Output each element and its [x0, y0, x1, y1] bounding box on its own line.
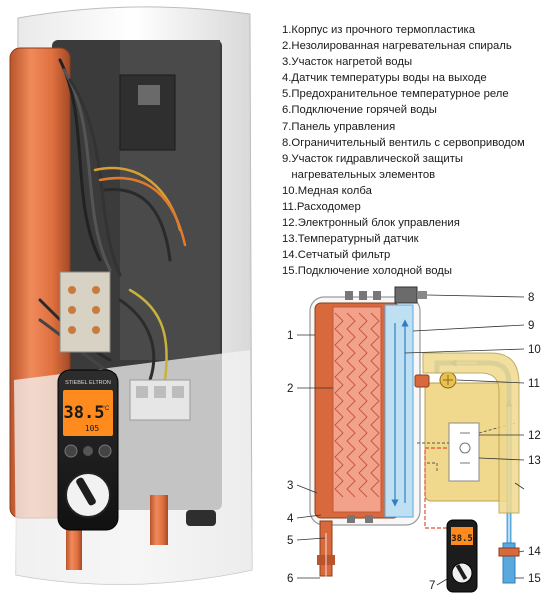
panel-temperature-text: 38.5: [64, 403, 105, 423]
legend-number: 11.: [282, 201, 297, 214]
callout-3: 3: [287, 480, 293, 492]
legend-number: 9.: [282, 152, 292, 165]
legend-text: Температурный датчик: [297, 233, 419, 246]
legend-item-9: 9.Участок гидравлической защиты нагреват…: [282, 151, 547, 183]
panel-button-right: [98, 444, 112, 458]
heater-schematic: 38.5 1 2 3 4 5 6 7 8 9 10 11 12 13 14: [287, 286, 541, 593]
panel-unit-text: °C: [103, 406, 110, 412]
legend-item-5: 5.Предохранительное температурное реле: [282, 86, 547, 102]
legend-text: Сетчатый фильтр: [297, 249, 391, 262]
schema-bottom-bolts: [347, 515, 373, 523]
legend-item-10: 10.Медная колба: [282, 183, 547, 199]
schema-hydraulic-protection: [384, 304, 414, 518]
legend-number: 14.: [282, 249, 298, 262]
schema-heating-spiral: [334, 312, 380, 498]
schema-servo-valve: [394, 286, 418, 304]
panel-secondary-text: 105: [85, 424, 100, 433]
legend-item-13: 13.Температурный датчик: [282, 231, 547, 247]
callout-9: 9: [528, 320, 534, 332]
legend-text: Корпус из прочного термопластика: [291, 24, 476, 36]
schema-controller-card: [448, 422, 480, 482]
legend-text: Подключение холодной воды: [297, 265, 452, 278]
legend-item-14: 14.Сетчатый фильтр: [282, 247, 547, 263]
legend-number: 1.: [282, 24, 292, 36]
legend-text: Панель управления: [291, 120, 396, 133]
legend-number: 2.: [282, 40, 292, 53]
legend-item-4: 4.Датчик температуры воды на выходе: [282, 70, 547, 86]
legend-item-11: 11.Расходомер: [282, 199, 547, 215]
panel-button-left: [64, 444, 78, 458]
schema-control-wire: [424, 447, 453, 529]
legend-item-7: 7.Панель управления: [282, 119, 547, 135]
callout-10: 10: [528, 344, 541, 356]
component-legend: 1.Корпус из прочного термопластика 2.Нез…: [282, 22, 547, 280]
legend-number: 15.: [282, 265, 298, 278]
legend-text: Ограничительный вентиль с сервоприводом: [291, 136, 525, 149]
legend-number: 8.: [282, 136, 292, 149]
legend-text: Незолированная нагревательная спираль: [291, 40, 512, 53]
callout-4: 4: [287, 513, 294, 525]
callout-14: 14: [528, 546, 541, 558]
legend-item-15: 15.Подключение холодной воды: [282, 263, 547, 279]
legend-number: 13.: [282, 233, 298, 246]
schema-callouts: 1 2 3 4 5 6 7 8 9 10 11 12 13 14 15: [287, 292, 541, 592]
heater-cutaway-photo: STIEBEL ELTRON 38.5 °C 105: [9, 6, 253, 585]
legend-number: 4.: [282, 72, 292, 85]
legend-number: 12.: [282, 217, 298, 230]
callout-5: 5: [287, 535, 293, 547]
legend-item-3: 3.Участок нагретой воды: [282, 54, 547, 70]
callout-12: 12: [528, 430, 541, 442]
legend-number: 6.: [282, 104, 292, 117]
legend-number: 10.: [282, 184, 298, 197]
legend-text: Расходомер: [296, 201, 361, 214]
legend-text: Медная колба: [297, 184, 372, 197]
legend-item-8: 8.Ограничительный вентиль с сервоприводо…: [282, 135, 547, 151]
legend-text: Датчик температуры воды на выходе: [291, 72, 487, 85]
legend-text: Электронный блок управления: [297, 217, 460, 230]
callout-2: 2: [287, 383, 293, 395]
legend-text: Участок нагретой воды: [291, 56, 413, 69]
legend-text: Участок гидравлической защиты нагревател…: [291, 152, 464, 181]
callout-11: 11: [528, 378, 540, 390]
legend-number: 7.: [282, 120, 292, 133]
legend-item-2: 2.Незолированная нагревательная спираль: [282, 38, 547, 54]
schema-leader-lines: [296, 294, 525, 586]
callout-7: 7: [429, 580, 435, 592]
callout-8: 8: [528, 292, 534, 304]
schema-panel-temperature: 38.5: [451, 534, 473, 544]
schema-top-terminals: [345, 291, 381, 300]
schema-heating-element: [332, 306, 382, 513]
panel-brand-text: STIEBEL ELTRON: [65, 380, 111, 386]
legend-item-6: 6.Подключение горячей воды: [282, 102, 547, 118]
legend-item-1: 1.Корпус из прочного термопластика: [282, 22, 547, 38]
legend-text: Предохранительное температурное реле: [291, 88, 509, 101]
callout-15: 15: [528, 573, 541, 585]
callout-1: 1: [287, 330, 293, 342]
callout-13: 13: [528, 455, 541, 467]
schema-mesh-filter: [498, 547, 520, 557]
legend-number: 3.: [282, 56, 292, 69]
panel-play-button: [83, 446, 93, 456]
legend-text: Подключение горячей воды: [291, 104, 437, 117]
callout-6: 6: [287, 573, 293, 585]
legend-item-12: 12.Электронный блок управления: [282, 215, 547, 231]
legend-number: 5.: [282, 88, 292, 101]
